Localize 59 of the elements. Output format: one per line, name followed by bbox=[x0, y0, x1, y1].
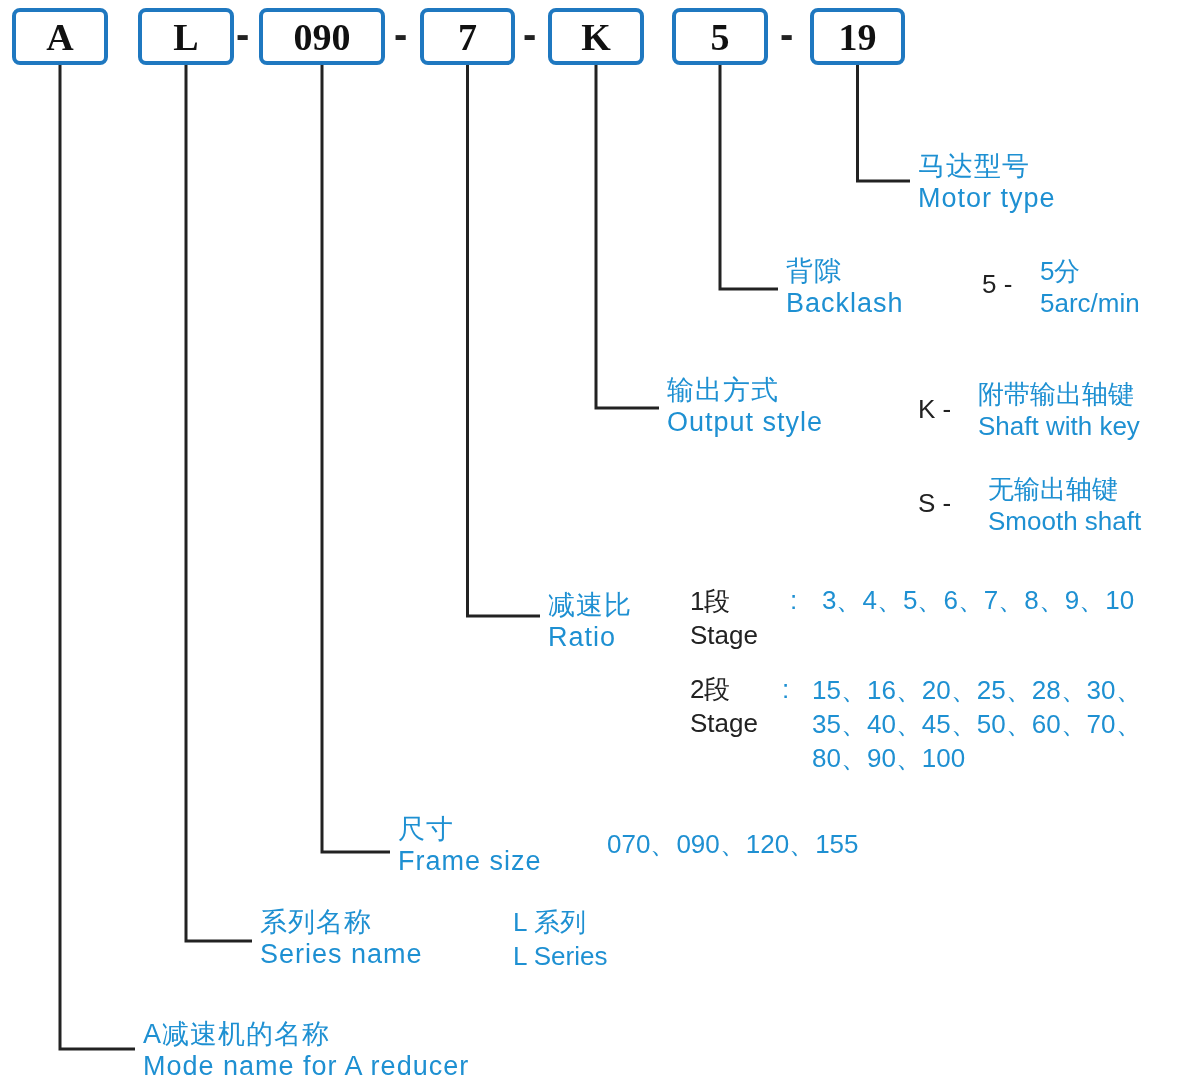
hyphen: - bbox=[780, 18, 794, 50]
stage-label: 1段 bbox=[690, 585, 731, 617]
code-box bbox=[138, 8, 234, 65]
english-caption: 减速比 bbox=[548, 589, 632, 621]
code-character: 090 bbox=[293, 17, 351, 56]
leader-line bbox=[856, 65, 910, 183]
option-text: 5分 bbox=[1040, 255, 1081, 287]
frame-size-values: 070、090、120、155 bbox=[607, 828, 859, 860]
english-caption: Output style bbox=[667, 406, 824, 438]
series-value: L 系列 bbox=[513, 906, 586, 938]
english-caption: Mode name for A reducer bbox=[143, 1050, 470, 1082]
english-caption: Backlash bbox=[786, 287, 904, 319]
leader-line bbox=[466, 65, 540, 618]
english-caption: 输出方式 bbox=[667, 374, 780, 406]
option-text: 附带输出轴键 bbox=[978, 378, 1134, 410]
english-caption: 尺寸 bbox=[398, 813, 455, 845]
english-caption: Motor type bbox=[918, 182, 1056, 214]
series-value: L Series bbox=[513, 940, 608, 972]
code-box bbox=[548, 8, 644, 65]
option-code: S - bbox=[918, 487, 952, 519]
option-text: 无输出轴键 bbox=[988, 473, 1118, 505]
leader-line bbox=[594, 65, 659, 410]
leader-line bbox=[320, 65, 390, 854]
option-code: 5 - bbox=[982, 268, 1013, 300]
stage-label: Stage bbox=[690, 619, 758, 651]
hyphen: - bbox=[523, 18, 537, 50]
code-character: K bbox=[581, 17, 611, 56]
ratio-values: 3、4、5、6、7、8、9、10 bbox=[822, 584, 1135, 616]
code-character: 5 bbox=[710, 17, 730, 56]
option-code: K - bbox=[918, 393, 952, 425]
english-caption: 系列名称 bbox=[260, 906, 373, 938]
english-caption: Ratio bbox=[548, 621, 618, 653]
english-caption: Series name bbox=[260, 938, 423, 970]
english-caption: Frame size bbox=[398, 845, 542, 877]
hyphen: - bbox=[394, 18, 408, 50]
option-text: 5arc/min bbox=[1040, 287, 1140, 319]
english-caption: 马达型号 bbox=[918, 150, 1031, 182]
code-box bbox=[810, 8, 905, 65]
stage-label: 2段 bbox=[690, 673, 731, 705]
code-character: 7 bbox=[458, 17, 477, 56]
option-text: Smooth shaft bbox=[988, 505, 1142, 537]
separator: : bbox=[782, 673, 790, 705]
leader-line bbox=[718, 65, 778, 291]
code-box bbox=[12, 8, 108, 65]
code-box bbox=[420, 8, 515, 65]
english-caption: 背隙 bbox=[786, 255, 843, 287]
english-caption: A减速机的名称 bbox=[143, 1018, 331, 1050]
code-box bbox=[259, 8, 385, 65]
hyphen: - bbox=[236, 18, 250, 50]
separator: : bbox=[790, 584, 798, 616]
code-character: A bbox=[46, 17, 74, 56]
stage-label: Stage bbox=[690, 707, 758, 739]
ratio-values: 15、16、20、25、28、30、35、40、45、50、60、70、80、90、100 bbox=[812, 674, 1143, 775]
code-character: 19 bbox=[838, 17, 877, 56]
code-character: L bbox=[173, 17, 199, 56]
code-box bbox=[672, 8, 768, 65]
option-text: Shaft with key bbox=[978, 410, 1140, 442]
leader-line bbox=[184, 65, 252, 943]
leader-line bbox=[58, 65, 135, 1051]
